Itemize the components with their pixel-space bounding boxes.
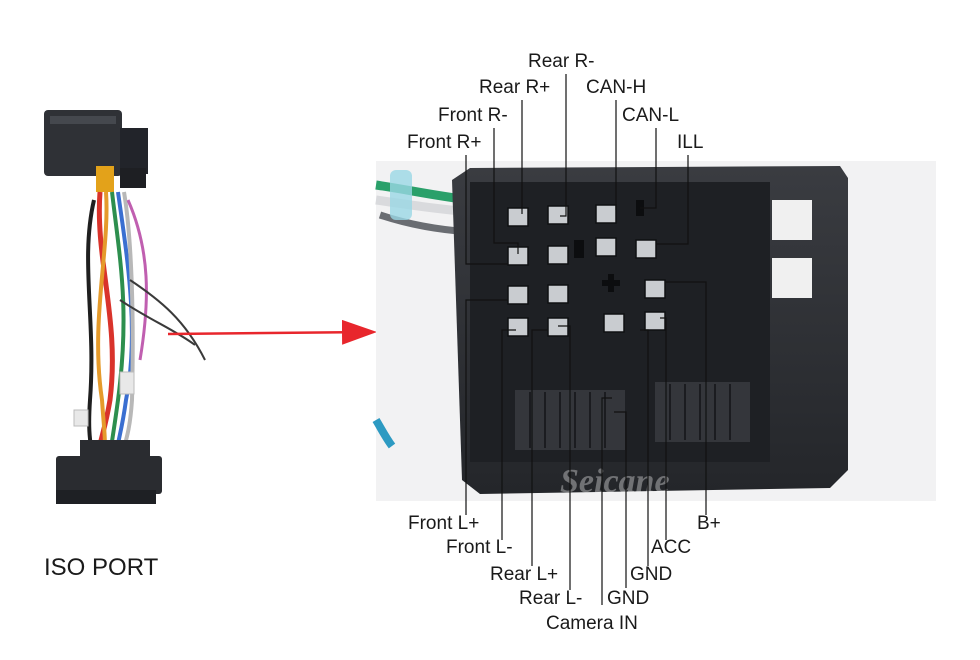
label-camera-in: Camera IN xyxy=(546,613,638,634)
label-can-l: CAN-L xyxy=(622,105,679,126)
iso-harness-image xyxy=(44,110,206,504)
bottom-leader-lines xyxy=(465,281,707,605)
label-rear-l-plus: Rear L+ xyxy=(490,564,558,585)
label-gnd-1: GND xyxy=(630,564,672,585)
label-front-l-minus: Front L- xyxy=(446,537,513,558)
label-acc: ACC xyxy=(651,537,691,558)
connector-photo xyxy=(372,161,936,501)
pointer-arrow xyxy=(167,319,377,345)
label-front-r-plus: Front R+ xyxy=(407,132,481,153)
top-leader-lines xyxy=(465,74,689,265)
label-rear-r-plus: Rear R+ xyxy=(479,77,550,98)
label-gnd-2: GND xyxy=(607,588,649,609)
label-front-r-minus: Front R- xyxy=(438,105,508,126)
top-pin-labels: Rear R- Rear R+ CAN-H Front R- CAN-L Fro… xyxy=(407,51,703,153)
label-ill: ILL xyxy=(677,132,703,153)
iso-port-caption: ISO PORT xyxy=(44,554,159,581)
bottom-pin-labels: Front L+ B+ Front L- ACC Rear L+ GND Rea… xyxy=(408,513,721,634)
watermark-text: Seicane xyxy=(560,463,670,500)
label-rear-l-minus: Rear L- xyxy=(519,588,582,609)
label-b-plus: B+ xyxy=(697,513,721,534)
label-front-l-plus: Front L+ xyxy=(408,513,479,534)
label-can-h: CAN-H xyxy=(586,77,646,98)
label-rear-r-minus: Rear R- xyxy=(528,51,595,72)
